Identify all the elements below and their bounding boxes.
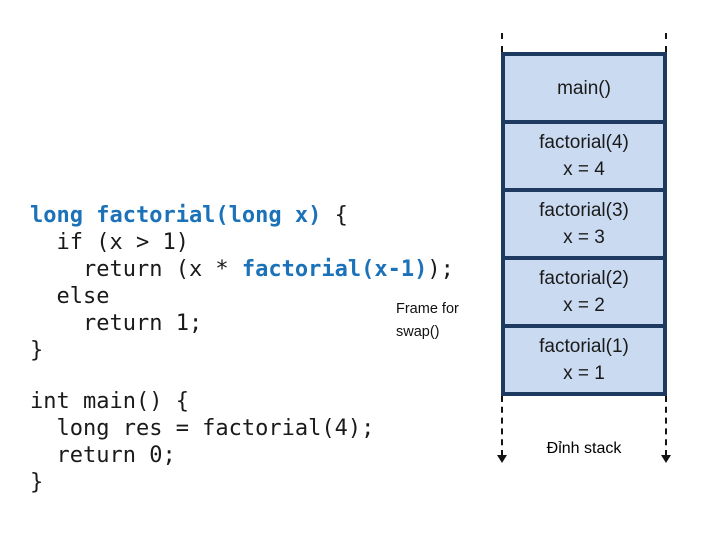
code-text-segment: return 0; (30, 443, 176, 468)
down-arrowhead-icon (661, 455, 671, 463)
stack-frame-variable: x = 2 (563, 295, 605, 316)
code-line-main-call: long res = factorial(4); (30, 415, 374, 442)
stack-frame-title: factorial(1) (539, 336, 629, 357)
stack-frame-title: factorial(2) (539, 268, 629, 289)
code-line-main-signature: int main() { (30, 388, 374, 415)
code-line-factorial-signature: long factorial(long x) { (30, 202, 454, 229)
stack-frame-factorial-1: factorial(1) x = 1 (505, 328, 663, 392)
code-line-else: else (30, 283, 454, 310)
code-text-segment: { (321, 203, 348, 228)
code-block-factorial: long factorial(long x) { if (x > 1) retu… (30, 202, 454, 364)
stack-frame-variable: x = 4 (563, 159, 605, 180)
code-text-segment: if (x > 1) (30, 230, 189, 255)
annotation-line-1: Frame for (396, 301, 459, 317)
stack-frame-factorial-2: factorial(2) x = 2 (505, 260, 663, 328)
code-line-factorial-close: } (30, 337, 454, 364)
stack-dashed-line-bottom-left (501, 396, 503, 456)
code-text-segment: long res = factorial(4); (30, 416, 375, 441)
annotation-line-2: swap() (396, 324, 440, 340)
frame-for-swap-annotation: Frame for swap() (396, 298, 459, 344)
down-arrowhead-icon (497, 455, 507, 463)
stack-frame-title: factorial(3) (539, 200, 629, 221)
code-text-segment: int main() { (30, 389, 189, 414)
stack-dashed-line-top-left (501, 33, 503, 52)
code-line-if: if (x > 1) (30, 229, 454, 256)
call-stack-diagram: main() factorial(4) x = 4 factorial(3) x… (497, 33, 671, 473)
stack-dashed-line-bottom-right (665, 396, 667, 456)
stack-frame-variable: x = 1 (563, 363, 605, 384)
stack-frame-factorial-4: factorial(4) x = 4 (505, 124, 663, 192)
stack-dashed-line-top-right (665, 33, 667, 52)
code-text-segment: } (30, 338, 44, 363)
code-line-main-close: } (30, 469, 374, 496)
code-text-segment: return 1; (30, 311, 203, 336)
code-text-segment: return (x * (30, 257, 242, 282)
code-block-main: int main() { long res = factorial(4); re… (30, 388, 374, 496)
code-text-segment: } (30, 470, 44, 495)
code-line-main-return: return 0; (30, 442, 374, 469)
stack-top-label: Đỉnh stack (546, 440, 622, 457)
code-text-segment: ); (427, 257, 454, 282)
stack-frame-title: main() (557, 77, 611, 99)
stack-frame-factorial-3: factorial(3) x = 3 (505, 192, 663, 260)
code-keyword-segment: long factorial(long x) (30, 203, 322, 228)
stack-frame-main: main() (505, 56, 663, 124)
code-keyword-segment: factorial(x-1) (241, 257, 428, 282)
code-line-return-recursive: return (x * factorial(x-1)); (30, 256, 454, 283)
stack-frame-variable: x = 3 (563, 227, 605, 248)
code-text-segment: else (30, 284, 110, 309)
code-line-return-base: return 1; (30, 310, 454, 337)
stack-frame-title: factorial(4) (539, 132, 629, 153)
stack-frames-box: main() factorial(4) x = 4 factorial(3) x… (501, 52, 667, 396)
